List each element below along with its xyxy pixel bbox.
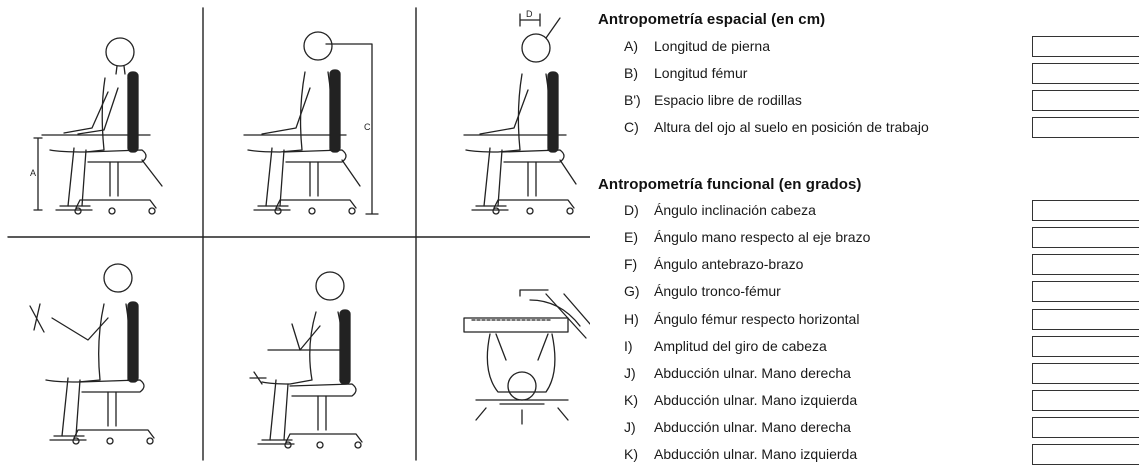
item-letter: K) — [624, 446, 638, 462]
item-letter: B) — [624, 65, 638, 81]
answer-field-j-right[interactable] — [1032, 363, 1139, 384]
list-item-spatial: B') Espacio libre de rodillas — [624, 92, 802, 108]
list-item-spatial: C) Altura del ojo al suelo en posición de… — [624, 119, 929, 135]
answer-field-i[interactable] — [1032, 336, 1139, 357]
figure-label-c: C — [364, 122, 371, 132]
list-item-functional: K) Abducción ulnar. Mano izquierda — [624, 392, 857, 408]
item-label: Ángulo fémur respecto horizontal — [654, 311, 860, 327]
item-letter: J) — [624, 419, 636, 435]
item-label: Ángulo inclinación cabeza — [654, 202, 816, 218]
answer-field-b[interactable] — [1032, 63, 1139, 84]
answer-field-k-left[interactable] — [1032, 390, 1139, 411]
figure-leg-length — [33, 37, 163, 215]
list-item-functional: H) Ángulo fémur respecto horizontal — [624, 311, 859, 327]
item-letter: C) — [624, 119, 639, 135]
item-label: Ángulo mano respecto al eje brazo — [654, 229, 871, 245]
list-item-functional: E) Ángulo mano respecto al eje brazo — [624, 229, 870, 245]
figure-head-tilt — [463, 13, 577, 215]
answer-field-k-left-2[interactable] — [1032, 444, 1139, 465]
answer-field-c[interactable] — [1032, 117, 1139, 138]
list-item-functional: J) Abducción ulnar. Mano derecha — [624, 419, 851, 435]
item-letter: F) — [624, 256, 638, 272]
item-label: Ángulo antebrazo-brazo — [654, 256, 804, 272]
figure-label-d: D — [526, 9, 533, 19]
list-item-functional: J) Abducción ulnar. Mano derecha — [624, 365, 851, 381]
list-item-functional: G) Ángulo tronco-fémur — [624, 283, 781, 299]
item-label: Longitud de pierna — [654, 38, 770, 54]
item-label: Altura del ojo al suelo en posición de t… — [654, 119, 929, 135]
item-letter: J) — [624, 365, 636, 381]
list-item-functional: I) Amplitud del giro de cabeza — [624, 338, 827, 354]
list-item-functional: D) Ángulo inclinación cabeza — [624, 202, 816, 218]
item-label: Amplitud del giro de cabeza — [654, 338, 827, 354]
answer-field-g[interactable] — [1032, 281, 1139, 302]
section-title-spatial: Antropometría espacial (en cm) — [598, 11, 826, 28]
figure-hand-angle — [29, 263, 155, 445]
item-label: Abducción ulnar. Mano derecha — [654, 365, 851, 381]
answer-field-f[interactable] — [1032, 254, 1139, 275]
figure-eye-height — [243, 31, 379, 215]
figure-trunk-angle — [249, 271, 363, 449]
item-letter: I) — [624, 338, 633, 354]
section-title-functional: Antropometría funcional (en grados) — [598, 176, 862, 193]
list-item-functional: F) Ángulo antebrazo-brazo — [624, 256, 803, 272]
figure-top-view — [463, 289, 590, 425]
item-letter: H) — [624, 311, 639, 327]
item-letter: G) — [624, 283, 640, 299]
item-label: Abducción ulnar. Mano izquierda — [654, 392, 858, 408]
item-letter: D) — [624, 202, 639, 218]
figure-label-a: A — [30, 168, 36, 178]
answer-field-a[interactable] — [1032, 36, 1139, 57]
answer-field-d[interactable] — [1032, 200, 1139, 221]
answer-field-h[interactable] — [1032, 309, 1139, 330]
item-letter: A) — [624, 38, 638, 54]
item-label: Longitud fémur — [654, 65, 748, 81]
list-item-spatial: B) Longitud fémur — [624, 65, 747, 81]
item-letter: K) — [624, 392, 638, 408]
list-item-spatial: A) Longitud de pierna — [624, 38, 770, 54]
item-letter: E) — [624, 229, 638, 245]
anthropometry-figures: A C — [7, 7, 590, 461]
item-label: Abducción ulnar. Mano izquierda — [654, 446, 858, 462]
item-label: Espacio libre de rodillas — [654, 92, 802, 108]
item-letter: B') — [624, 92, 641, 108]
item-label: Ángulo tronco-fémur — [654, 283, 781, 299]
answer-field-e[interactable] — [1032, 227, 1139, 248]
item-label: Abducción ulnar. Mano derecha — [654, 419, 851, 435]
answer-field-b-prime[interactable] — [1032, 90, 1139, 111]
list-item-functional: K) Abducción ulnar. Mano izquierda — [624, 446, 857, 462]
answer-field-j-right-2[interactable] — [1032, 417, 1139, 438]
